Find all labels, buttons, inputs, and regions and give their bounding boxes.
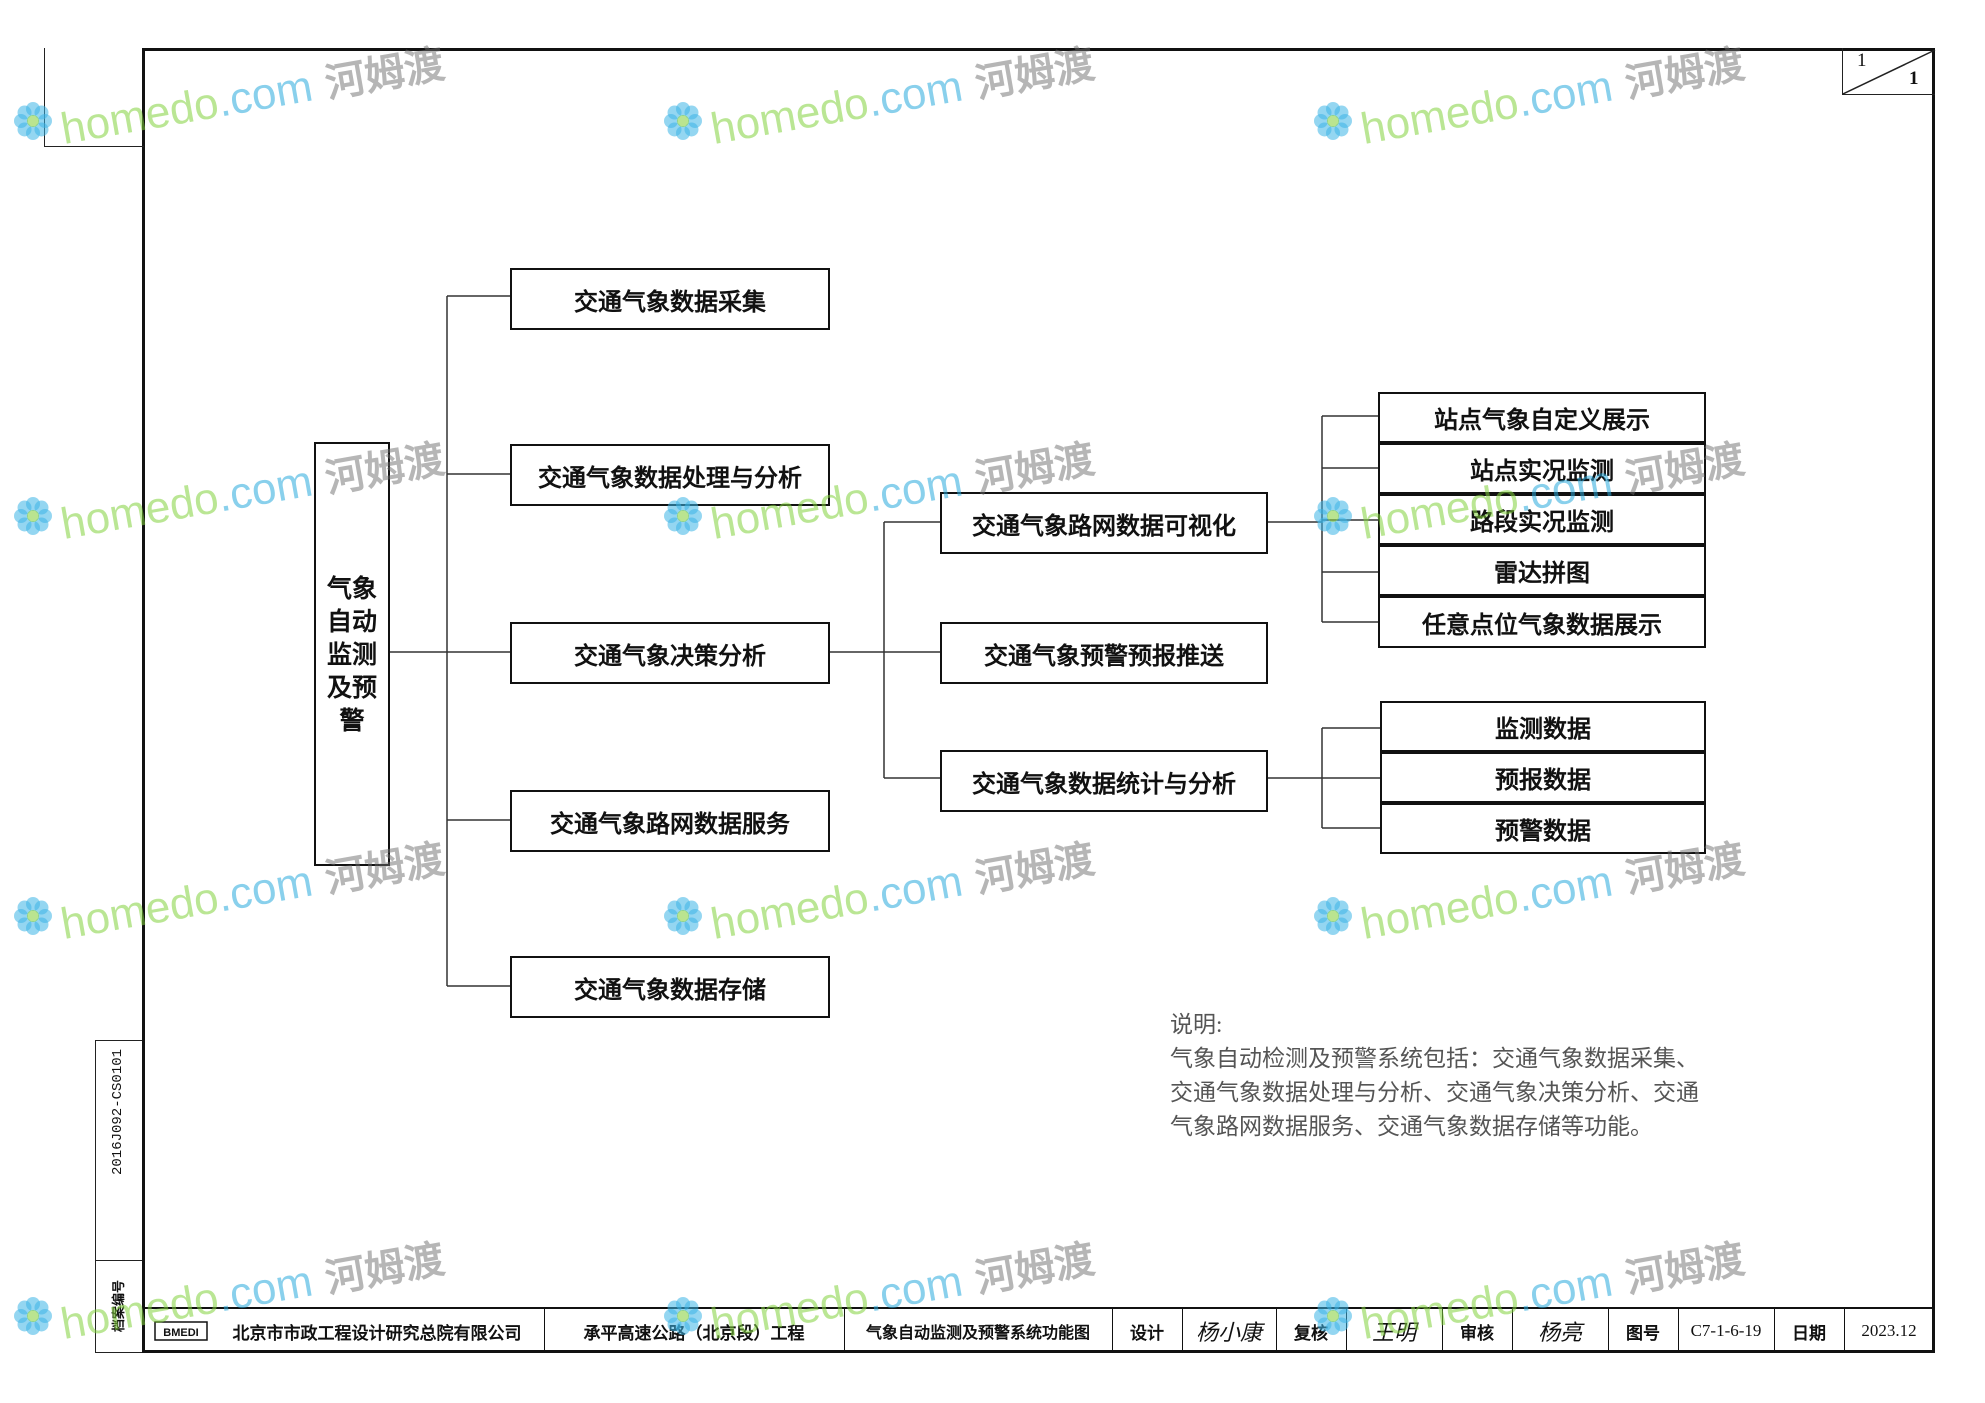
node-monitor-data: 监测数据 [1380, 701, 1706, 752]
design-signature: 杨小康 [1195, 1321, 1262, 1346]
sheet-total: 1 [1909, 68, 1919, 89]
logo-text: BMEDI [163, 1327, 198, 1339]
approve-signature: 杨亮 [1537, 1321, 1582, 1346]
page-number-slash [1843, 49, 1936, 95]
notes-heading: 说明: [1170, 1012, 1223, 1037]
date-value: 2023.12 [1861, 1321, 1917, 1340]
company-name: 北京市市政工程设计研究总院有限公司 [232, 1323, 522, 1344]
corner-box [44, 48, 144, 147]
tb-divider [1442, 1309, 1443, 1353]
tb-divider [844, 1309, 845, 1353]
node-label: 路段实况监测 [1470, 508, 1614, 536]
root-node-label: 气象自动监测及预警 [326, 573, 377, 735]
tb-divider [1346, 1309, 1347, 1353]
node-label: 监测数据 [1495, 715, 1591, 743]
review-label: 复核 [1294, 1323, 1328, 1344]
notes-line: 气象路网数据服务、交通气象数据存储等功能。 [1170, 1114, 1653, 1139]
company-logo-mark: BMEDI [154, 1321, 208, 1341]
drawing-title: 气象自动监测及预警系统功能图 [865, 1323, 1090, 1342]
drawing-no-label: 图号 [1626, 1323, 1660, 1344]
node-label: 预警数据 [1495, 817, 1591, 845]
approve-label: 审核 [1460, 1323, 1494, 1344]
project-name: 承平高速公路（北京段）工程 [583, 1323, 805, 1344]
drawing-frame [142, 48, 1935, 1353]
tb-divider [1112, 1309, 1113, 1353]
node-label: 交通气象路网数据可视化 [972, 511, 1236, 540]
page-number-box: 1 1 [1842, 48, 1936, 95]
tb-divider [1608, 1309, 1609, 1353]
node-label: 站点实况监测 [1470, 457, 1614, 485]
node-label: 交通气象路网数据服务 [550, 809, 790, 838]
tb-divider [1678, 1309, 1679, 1353]
tb-divider [544, 1309, 545, 1353]
node-decision-analysis: 交通气象决策分析 [510, 622, 830, 684]
node-label: 雷达拼图 [1494, 559, 1590, 587]
node-statistics: 交通气象数据统计与分析 [940, 750, 1268, 812]
node-label: 交通气象数据处理与分析 [538, 463, 802, 492]
node-forecast-data: 预报数据 [1380, 752, 1706, 803]
node-label: 交通气象数据采集 [574, 287, 766, 316]
node-data-collection: 交通气象数据采集 [510, 268, 830, 330]
company-logo: BMEDI [152, 1309, 210, 1353]
node-network-service: 交通气象路网数据服务 [510, 790, 830, 852]
node-label: 交通气象决策分析 [574, 641, 766, 670]
tb-divider [1182, 1309, 1183, 1353]
node-radar-mosaic: 雷达拼图 [1378, 545, 1706, 596]
node-label: 交通气象数据统计与分析 [972, 769, 1236, 798]
tb-divider [1276, 1309, 1277, 1353]
node-label: 站点气象自定义展示 [1434, 406, 1650, 434]
node-data-storage: 交通气象数据存储 [510, 956, 830, 1018]
node-label: 任意点位气象数据展示 [1422, 610, 1662, 639]
node-station-live: 站点实况监测 [1378, 443, 1706, 494]
date-label: 日期 [1792, 1323, 1826, 1344]
review-signature: 王明 [1371, 1321, 1416, 1346]
root-node: 气象自动监测及预警 [314, 442, 390, 866]
node-station-custom: 站点气象自定义展示 [1378, 392, 1706, 443]
notes-line: 气象自动检测及预警系统包括：交通气象数据采集、 [1170, 1046, 1699, 1071]
notes-line: 交通气象数据处理与分析、交通气象决策分析、交通 [1170, 1080, 1699, 1105]
tb-divider [1844, 1309, 1845, 1353]
node-label: 交通气象预警预报推送 [984, 641, 1224, 670]
archive-strip-divider [95, 1260, 142, 1261]
node-warning-data: 预警数据 [1380, 803, 1706, 854]
node-warning-push: 交通气象预警预报推送 [940, 622, 1268, 684]
tb-divider [1512, 1309, 1513, 1353]
node-label: 交通气象数据存储 [574, 975, 766, 1004]
node-visualization: 交通气象路网数据可视化 [940, 492, 1268, 554]
archive-strip [95, 1040, 142, 1353]
node-any-point: 任意点位气象数据展示 [1378, 596, 1706, 648]
notes-block: 说明: 气象自动检测及预警系统包括：交通气象数据采集、 交通气象数据处理与分析、… [1170, 1008, 1699, 1144]
sheet-number: 1 [1857, 50, 1867, 71]
drawing-no: C7-1-6-19 [1690, 1321, 1762, 1340]
node-label: 预报数据 [1495, 766, 1591, 794]
title-block [142, 1307, 1935, 1353]
design-label: 设计 [1130, 1323, 1164, 1344]
node-data-processing: 交通气象数据处理与分析 [510, 444, 830, 506]
node-road-live: 路段实况监测 [1378, 494, 1706, 545]
tb-divider [1774, 1309, 1775, 1353]
